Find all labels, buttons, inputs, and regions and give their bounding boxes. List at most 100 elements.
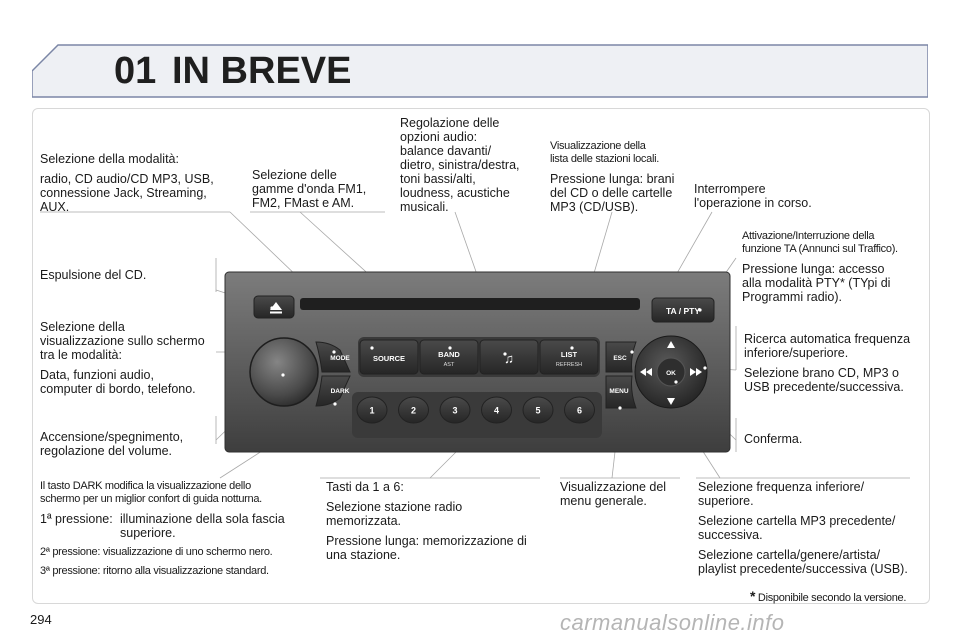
text-line: Attivazione/Interruzione della — [742, 230, 875, 242]
text-line: Pressione lunga: brani — [550, 172, 675, 186]
callout-mode-selection: Selezione della modalità: radio, CD audi… — [40, 152, 214, 214]
text-line: computer di bordo, telefono. — [40, 382, 196, 396]
text-line: Data, funzioni audio, — [40, 368, 154, 382]
text-line: Selezione brano CD, MP3 o — [744, 366, 899, 380]
text-line: illuminazione della sola fascia — [120, 512, 285, 526]
preset-label: 6 — [577, 406, 582, 416]
left-arrow-icon[interactable] — [640, 368, 652, 376]
callout-presets: Tasti da 1 a 6: Selezione stazione radio… — [326, 480, 527, 562]
menu-label: MENU — [609, 388, 628, 395]
menu-button[interactable]: MENU — [605, 375, 637, 409]
source-button[interactable]: SOURCE — [359, 339, 419, 375]
preset-button-3[interactable]: 3 — [439, 396, 471, 424]
chapter-number: 01 — [114, 50, 157, 92]
source-label: SOURCE — [373, 354, 405, 363]
callout-power-volume: Accensione/spegnimento,regolazione del v… — [40, 430, 183, 458]
text-line: funzione TA (Annunci sul Traffico). — [742, 243, 898, 255]
band-sub-label: AST — [444, 362, 455, 368]
text-line: regolazione del volume. — [40, 444, 173, 458]
text-line: opzioni audio: — [400, 130, 478, 144]
text-line: tra le modalità: — [40, 348, 122, 362]
text-line: FM2, FMast e AM. — [252, 196, 355, 210]
text-line: lista delle stazioni locali. — [550, 153, 659, 165]
text-line: inferiore/superiore. — [744, 346, 849, 360]
text-line: musicali. — [400, 200, 449, 214]
text-line: Visualizzazione del — [560, 480, 667, 494]
text-line: MP3 (CD/USB). — [550, 200, 639, 214]
preset-buttons: 1 2 3 4 5 6 — [356, 396, 595, 424]
text-line: gamme d'onda FM1, — [252, 182, 367, 196]
header-banner-shape — [32, 44, 928, 98]
text-line: Selezione della — [40, 320, 125, 334]
text-line: playlist precedente/successiva (USB). — [698, 562, 908, 576]
preset-button-5[interactable]: 5 — [522, 396, 554, 424]
text-line: Regolazione delle — [400, 116, 500, 130]
preset-label: 1 — [369, 406, 374, 416]
list-sub-label: REFRESH — [556, 362, 582, 368]
text-line: successiva. — [698, 528, 763, 542]
text-line: Selezione cartella MP3 precedente/ — [698, 514, 896, 528]
text-line: Selezione cartella/genere/artista/ — [698, 548, 881, 562]
text-line: Pressione lunga: memorizzazione di — [326, 534, 527, 548]
band-label: BAND — [438, 350, 460, 359]
text-line: Selezione delle — [252, 168, 337, 182]
text-line: Espulsione del CD. — [40, 268, 147, 282]
text-line: Conferma. — [744, 432, 803, 446]
callout-eject: Espulsione del CD. — [40, 268, 146, 282]
text-line: Selezione frequenza inferiore/ — [698, 480, 865, 494]
text-line: Il tasto DARK modifica la visualizzazion… — [40, 480, 251, 492]
chapter-header: 01 IN BREVE — [32, 42, 928, 100]
callout-arrows-updown: Selezione frequenza inferiore/superiore.… — [698, 480, 908, 576]
page-title: IN BREVE — [172, 50, 352, 92]
leader-dots — [270, 306, 707, 410]
esc-button[interactable]: ESC — [605, 341, 637, 373]
text-line: schermo per un miglior confort di guida … — [40, 493, 262, 505]
text-line: Visualizzazione della — [550, 140, 646, 152]
music-note-icon: ♫ — [504, 351, 514, 366]
preset-button-2[interactable]: 2 — [398, 396, 429, 424]
text-line: Selezione stazione radio — [326, 500, 463, 514]
ta-pty-label: TA / PTY — [666, 306, 700, 316]
text-line: Pressione lunga: accesso — [742, 262, 885, 276]
text-line: connessione Jack, Streaming, — [40, 186, 207, 200]
text-line: alla modalità PTY* (TYpi di — [742, 276, 891, 290]
dark-button[interactable]: DARK — [315, 375, 351, 407]
text-line: Programmi radio). — [742, 290, 843, 304]
list-label: LIST — [561, 350, 578, 359]
text-line: toni bassi/alti, — [400, 172, 476, 186]
band-button[interactable]: BAND AST — [419, 339, 479, 375]
preset-label: 3 — [452, 406, 457, 416]
watermark: carmanualsonline.info — [560, 610, 785, 635]
text-line: loudness, acustiche — [400, 186, 510, 200]
text-line: USB precedente/successiva. — [744, 380, 904, 394]
eject-button[interactable] — [253, 295, 295, 319]
preset-button-1[interactable]: 1 — [356, 396, 388, 424]
text-line: radio, CD audio/CD MP3, USB, — [40, 172, 214, 186]
list-button[interactable]: LIST REFRESH — [539, 339, 599, 375]
mode-label: MODE — [330, 355, 350, 362]
up-arrow-icon[interactable] — [667, 341, 675, 348]
text-line: balance davanti/ — [400, 144, 492, 158]
preset-button-4[interactable]: 4 — [481, 396, 512, 424]
text-line: Interrompere — [694, 182, 766, 196]
mode-button[interactable]: MODE — [315, 341, 351, 373]
text-line: Ricerca automatica frequenza — [744, 332, 911, 346]
text-line: dietro, sinistra/destra, — [400, 158, 520, 172]
volume-knob[interactable] — [249, 337, 319, 407]
ok-button[interactable] — [656, 357, 686, 387]
preset-button-6[interactable]: 6 — [564, 396, 595, 424]
right-arrow-icon[interactable] — [690, 368, 702, 376]
audio-button[interactable]: ♫ — [479, 339, 539, 375]
callout-confirm: Conferma. — [744, 432, 802, 446]
text-line: menu generale. — [560, 494, 647, 508]
callout-dark: Il tasto DARK modifica la visualizzazion… — [40, 480, 285, 577]
ta-pty-button[interactable]: TA / PTY — [651, 297, 715, 323]
preset-label: 5 — [535, 406, 540, 416]
